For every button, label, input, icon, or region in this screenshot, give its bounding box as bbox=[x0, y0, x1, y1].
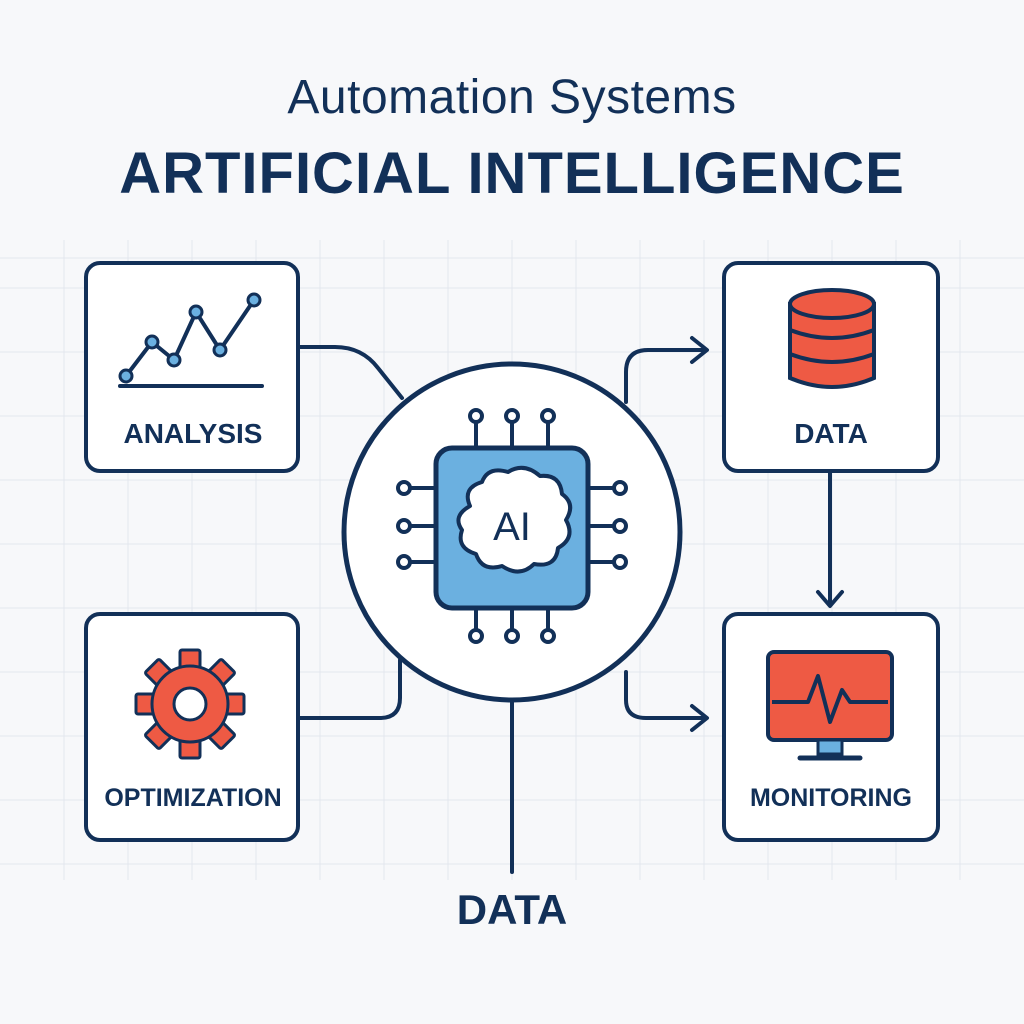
brain-icon bbox=[456, 465, 573, 574]
arrowhead-monitoring-top bbox=[816, 590, 844, 608]
monitoring-node bbox=[722, 612, 940, 842]
connector-optimization bbox=[298, 658, 402, 720]
monitoring-label: MONITORING bbox=[749, 784, 913, 812]
chip-label: AI bbox=[493, 505, 531, 549]
connectors bbox=[298, 336, 844, 874]
data-node bbox=[722, 261, 940, 473]
database-icon bbox=[788, 288, 876, 389]
title-subtitle: Automation Systems bbox=[287, 71, 737, 124]
data-bottom-label: DATA bbox=[456, 886, 568, 933]
data-top-label: DATA bbox=[794, 418, 868, 449]
arrowhead-monitoring-left bbox=[690, 704, 709, 732]
line-chart-icon bbox=[118, 292, 264, 388]
gear-icon bbox=[134, 648, 246, 760]
title-main: ARTIFICIAL INTELLIGENCE bbox=[119, 141, 905, 206]
connector-data-top bbox=[624, 348, 708, 404]
optimization-label: OPTIMIZATION bbox=[104, 784, 282, 812]
analysis-label: ANALYSIS bbox=[123, 418, 263, 449]
monitor-pulse-icon bbox=[766, 650, 894, 761]
arrowhead-data-top bbox=[690, 336, 709, 364]
connector-analysis bbox=[298, 345, 404, 400]
optimization-node bbox=[84, 612, 300, 842]
connector-monitoring bbox=[624, 670, 708, 720]
analysis-node bbox=[84, 261, 300, 473]
chip-pins bbox=[396, 408, 628, 644]
